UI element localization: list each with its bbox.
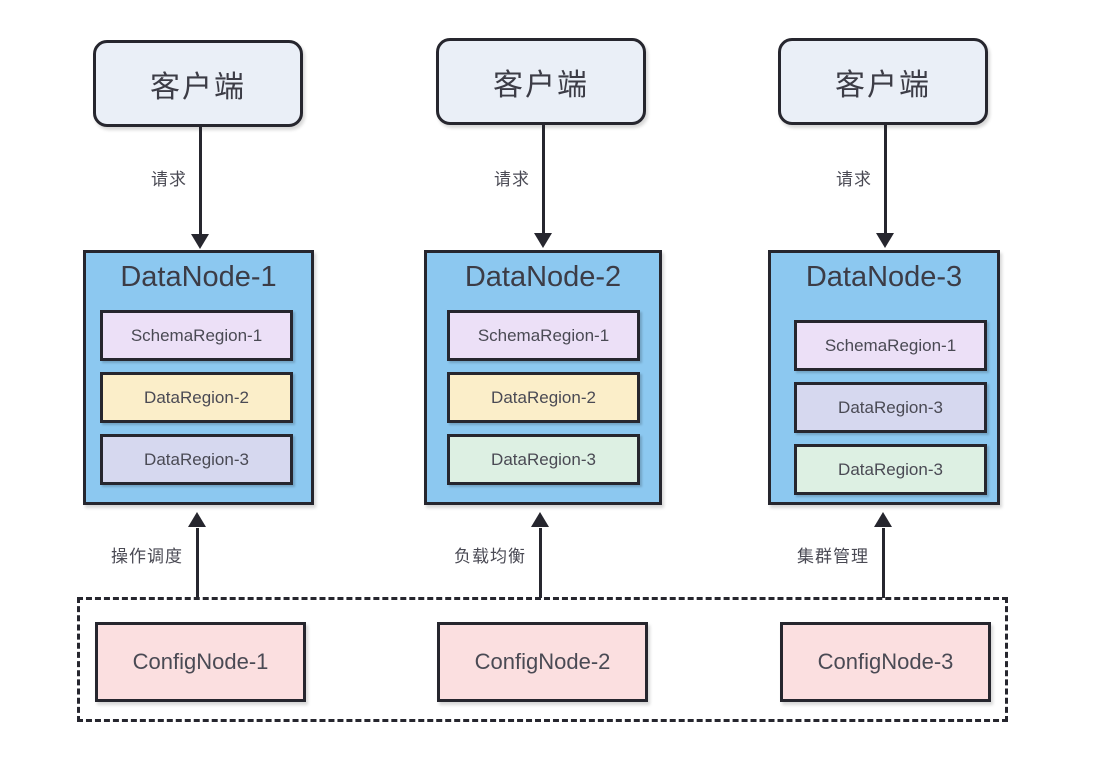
region-label: DataRegion-3 — [838, 459, 943, 479]
region-box[interactable]: DataRegion-3 — [447, 434, 640, 485]
control-edge-label-1: 操作调度 — [111, 547, 183, 566]
control-arrow-line-3 — [882, 528, 885, 598]
client-label: 客户端 — [150, 70, 246, 104]
control-edge-label-2: 负载均衡 — [454, 547, 526, 566]
control-edge-label-3: 集群管理 — [797, 547, 869, 566]
datanode-title: DataNode-2 — [464, 261, 622, 293]
control-arrow-head-2 — [531, 512, 549, 527]
datanode-title: DataNode-1 — [120, 261, 277, 293]
confignode-3[interactable]: ConfigNode-3 — [780, 622, 991, 702]
confignode-2[interactable]: ConfigNode-2 — [437, 622, 648, 702]
request-arrow-line-3 — [884, 125, 887, 235]
confignode-1[interactable]: ConfigNode-1 — [95, 622, 306, 702]
region-box[interactable]: DataRegion-3 — [100, 434, 293, 485]
datanode-2[interactable]: DataNode-2 SchemaRegion-1 DataRegion-2 D… — [424, 250, 662, 505]
confignode-label: ConfigNode-3 — [817, 649, 954, 674]
region-label: DataRegion-3 — [144, 449, 249, 469]
region-label: SchemaRegion-1 — [824, 335, 957, 355]
region-box[interactable]: SchemaRegion-1 — [447, 310, 640, 361]
region-box[interactable]: DataRegion-3 — [794, 382, 987, 433]
datanode-3[interactable]: DataNode-3 SchemaRegion-1 DataRegion-3 D… — [768, 250, 1000, 505]
control-arrow-line-2 — [539, 528, 542, 598]
datanode-title: DataNode-3 — [805, 261, 963, 293]
datanode-1[interactable]: DataNode-1 SchemaRegion-1 DataRegion-2 D… — [83, 250, 314, 505]
control-arrow-head-1 — [188, 512, 206, 527]
region-label: DataRegion-3 — [838, 397, 943, 417]
request-arrow-line-1 — [199, 127, 202, 236]
request-edge-label-2: 请求 — [494, 170, 530, 189]
request-arrow-head-3 — [876, 233, 894, 248]
request-arrow-line-2 — [542, 125, 545, 235]
client-label: 客户端 — [493, 68, 589, 102]
region-label: DataRegion-2 — [144, 387, 249, 407]
control-arrow-line-1 — [196, 528, 199, 598]
region-label: SchemaRegion-1 — [477, 325, 610, 345]
client-box-2[interactable]: 客户端 — [436, 38, 646, 125]
request-edge-label-3: 请求 — [836, 170, 872, 189]
region-box[interactable]: SchemaRegion-1 — [100, 310, 293, 361]
client-label: 客户端 — [835, 68, 931, 102]
region-box[interactable]: SchemaRegion-1 — [794, 320, 987, 371]
control-arrow-head-3 — [874, 512, 892, 527]
region-label: SchemaRegion-1 — [130, 325, 263, 345]
request-edge-label-1: 请求 — [151, 170, 187, 189]
client-box-3[interactable]: 客户端 — [778, 38, 988, 125]
client-box-1[interactable]: 客户端 — [93, 40, 303, 127]
confignode-label: ConfigNode-2 — [474, 649, 611, 674]
confignode-group: ConfigNode-1 ConfigNode-2 ConfigNode-3 — [77, 597, 1008, 722]
confignode-label: ConfigNode-1 — [132, 649, 269, 674]
request-arrow-head-2 — [534, 233, 552, 248]
region-label: DataRegion-3 — [491, 449, 596, 469]
region-label: DataRegion-2 — [491, 387, 596, 407]
region-box[interactable]: DataRegion-2 — [100, 372, 293, 423]
request-arrow-head-1 — [191, 234, 209, 249]
region-box[interactable]: DataRegion-3 — [794, 444, 987, 495]
region-box[interactable]: DataRegion-2 — [447, 372, 640, 423]
